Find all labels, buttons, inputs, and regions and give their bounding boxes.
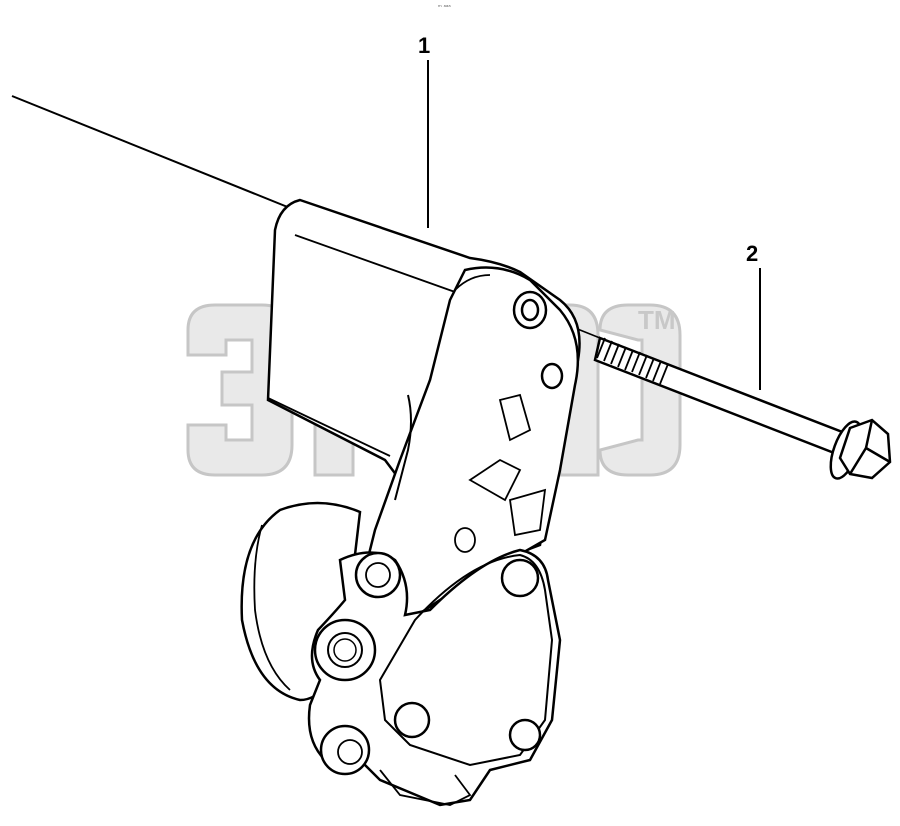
tensioner-part-1: [240, 198, 581, 807]
leader-lines: [11, 60, 761, 390]
callout-label-2: 2: [746, 241, 759, 266]
reference-line: [11, 95, 296, 211]
trademark-text: TM: [638, 305, 676, 335]
corner-mark-text: ᵐ ᵃᵃᵃ: [438, 4, 451, 11]
callout-label-1: 1: [418, 33, 431, 58]
